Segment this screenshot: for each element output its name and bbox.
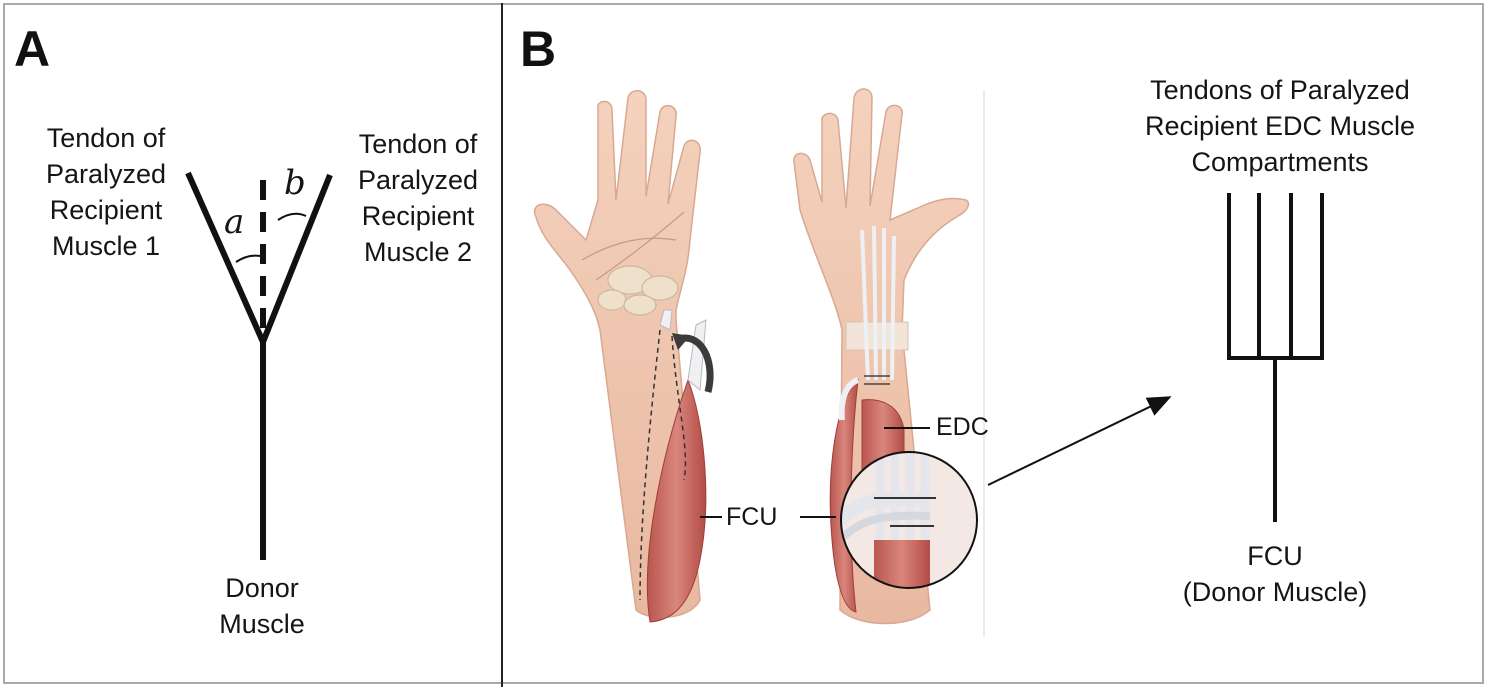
magnified-detail-circle (840, 451, 978, 589)
tendon-muscle-2-label: Tendon of Paralyzed Recipient Muscle 2 (357, 129, 479, 267)
y-split-diagram (185, 171, 333, 560)
fcu-donor-label: FCU (Donor Muscle) (1182, 541, 1368, 607)
edc-label: EDC (936, 413, 989, 441)
tendon-muscle-1-label: Tendon of Paralyzed Recipient Muscle 1 (45, 123, 167, 261)
panel-divider (501, 3, 503, 687)
angle-b-label: b (284, 163, 306, 203)
angle-b-arc (277, 212, 307, 221)
forearm-palmar-illustration (533, 90, 714, 623)
right-tendon-line (260, 173, 333, 344)
pointer-arrow (987, 396, 1172, 486)
panel-b-letter: B (520, 21, 557, 77)
angle-a-label: a (224, 202, 245, 242)
angle-a-arc (235, 254, 261, 263)
tendon-fork-schematic (1227, 193, 1324, 522)
left-tendon-line (185, 171, 266, 344)
panel-a-letter: A (14, 21, 51, 77)
tendons-edc-label: Tendons of Paralyzed Recipient EDC Muscl… (1144, 75, 1416, 177)
donor-muscle-label: Donor Muscle (219, 573, 305, 639)
fcu-label: FCU (726, 503, 778, 531)
figure-frame (3, 3, 1484, 684)
